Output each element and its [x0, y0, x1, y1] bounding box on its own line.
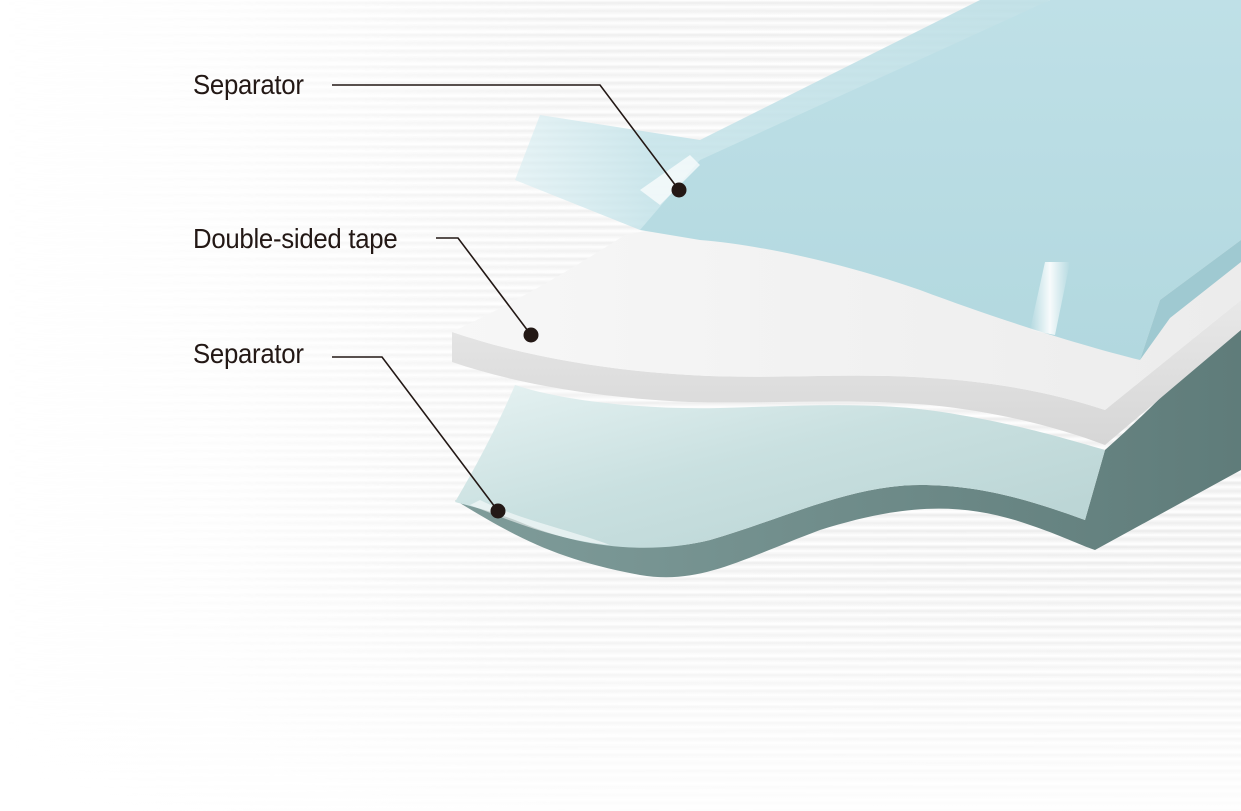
top-separator-layer — [515, 0, 1241, 360]
leader-dot-bottom-separator — [490, 503, 506, 519]
leader-lines — [332, 84, 680, 512]
bottom-separator-edge — [455, 308, 1241, 578]
bottom-separator-face — [455, 385, 1105, 548]
label-double-sided-tape: Double-sided tape — [193, 223, 398, 254]
tape-edge — [452, 300, 1241, 445]
leader-dot-top-separator — [671, 182, 687, 198]
top-separator-glint — [640, 155, 700, 205]
leader-line-double-sided-tape — [436, 237, 532, 336]
label-top-separator: Separator — [193, 69, 304, 100]
top-separator-peel — [515, 0, 1050, 230]
leader-dot-double-sided-tape — [523, 327, 539, 343]
top-separator-shine — [1030, 262, 1070, 335]
leader-dots — [490, 182, 687, 519]
label-bottom-separator: Separator — [193, 338, 304, 369]
leader-line-bottom-separator — [332, 356, 499, 512]
top-separator-edge — [1140, 240, 1241, 360]
top-separator-face — [640, 0, 1241, 360]
leader-line-top-separator — [332, 84, 680, 191]
